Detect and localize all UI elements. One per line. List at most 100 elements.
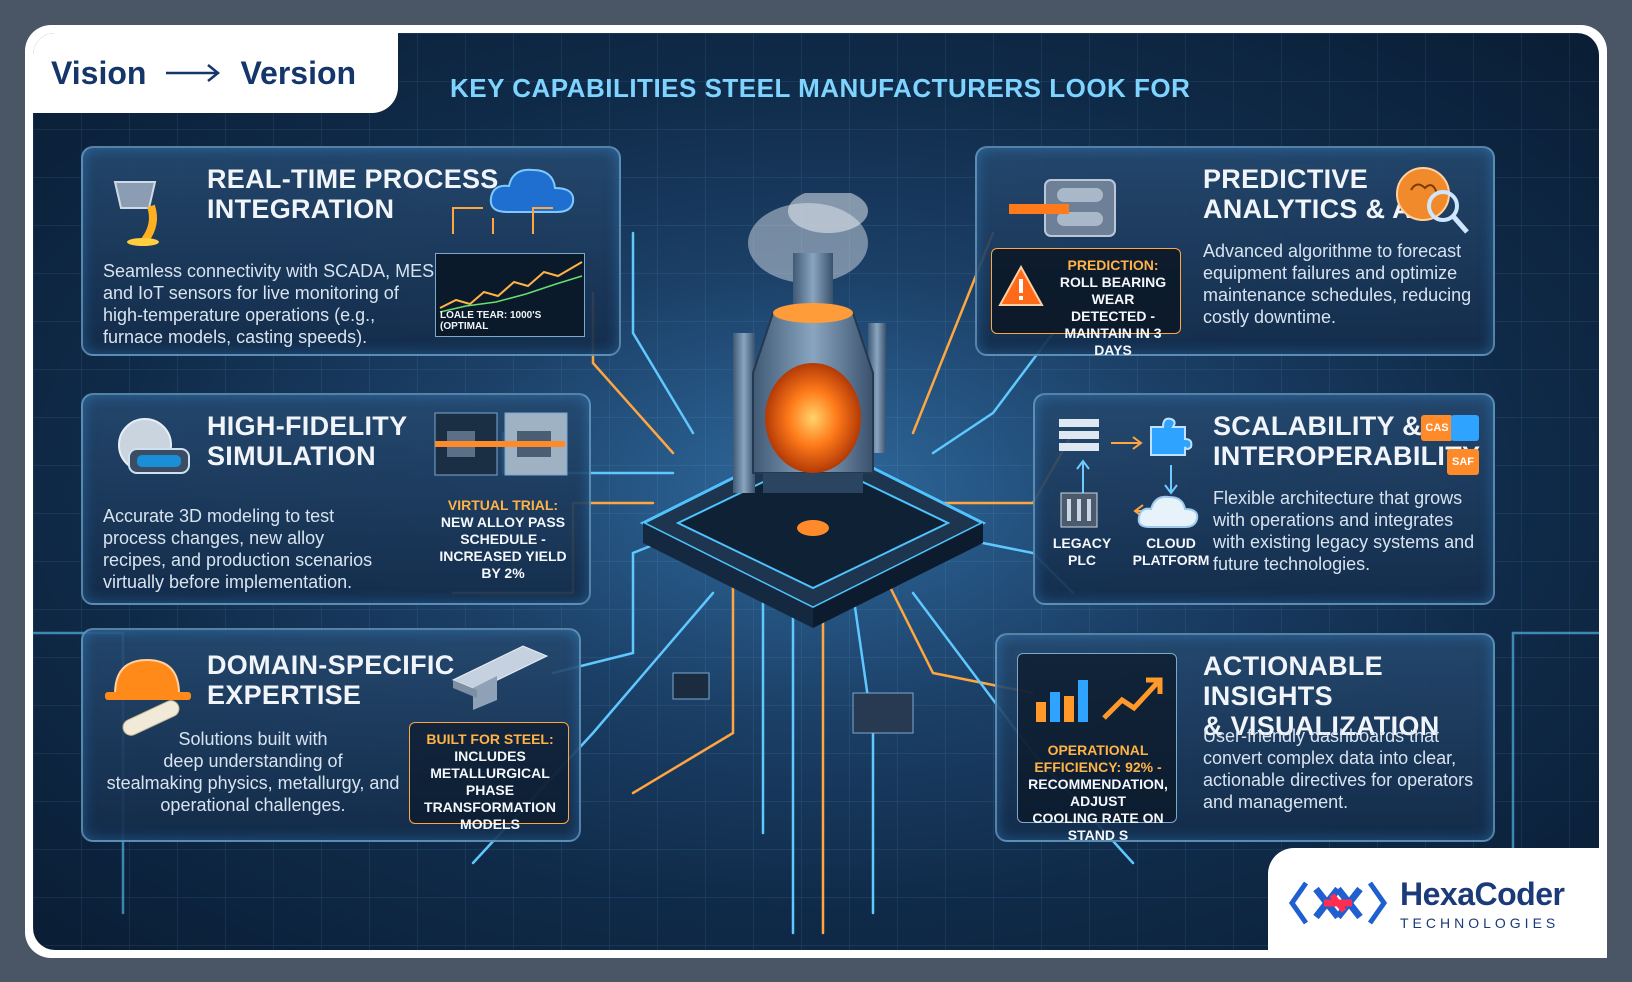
panel-desc-line4: and management. [1203, 792, 1349, 812]
panel-title-line1: SCALABILITY & [1213, 411, 1422, 441]
hard-hat-icon [105, 658, 191, 736]
warning-icon [998, 265, 1044, 306]
chart-caption: LOALE TEAR: 1000'S (OPTIMAL [440, 310, 542, 332]
panel-desc-line2: convert complex data into clear, [1203, 748, 1457, 768]
panel-desc-line2: and IoT sensors for live monitoring of [103, 283, 399, 303]
panel-desc-line3: stealmaking physics, metallurgy, and [106, 773, 400, 793]
page-frame: Vision Version KEY CAPABILITIES STEEL MA… [25, 25, 1607, 958]
callout-line3: SCHEDULE - [460, 531, 546, 547]
panel-scalability-interoperability: LEGACY PLC CLOUD PLATFORM SCALABILITY & … [1033, 393, 1495, 605]
panel-desc-line1: Accurate 3D modeling to test [103, 506, 335, 526]
panel-desc-line4: costly downtime. [1203, 307, 1337, 327]
arrow-right-icon [166, 64, 221, 82]
panel-desc-line1: Advanced algorithme to forecast [1203, 241, 1462, 261]
brain-magnifier-icon [1396, 167, 1469, 234]
panel-domain-expertise: DOMAIN-SPECIFIC EXPERTISE BUILT FOR STEE… [81, 628, 581, 842]
panel-desc-line4: virtually before implementation. [103, 572, 353, 592]
panel-title-line2: SIMULATION [207, 441, 376, 471]
callout-line2: EFFICIENCY: 92% - [1034, 759, 1162, 775]
callout-line1: BUILT FOR STEEL: [426, 731, 554, 747]
panel-title-line2: & VISUALIZATION [1203, 711, 1440, 741]
panel-high-fidelity-simulation: HIGH-FIDELITY SIMULATION VIRTUAL TRIAL: … [81, 393, 591, 605]
legacy-plc-icon [1060, 492, 1098, 528]
furnace-chip-illustration [639, 193, 987, 628]
cloud-icon [489, 168, 575, 213]
live-chart-widget: LOALE TEAR: 1000'S (OPTIMAL [435, 253, 585, 337]
dashboard-widget: OPERATIONAL EFFICIENCY: 92% - RECOMMENDA… [1017, 653, 1177, 843]
puzzle-icon [1150, 417, 1193, 456]
panel-desc-line3: maintenance schedules, reducing [1203, 285, 1472, 305]
panel-desc-line3: recipes, and production scenarios [103, 550, 373, 570]
prediction-callout: PREDICTION: ROLL BEARING WEAR DETECTED -… [991, 248, 1181, 358]
panel-desc-line1: Solutions built with [178, 729, 328, 749]
panel-desc-line3: actionable directives for operators [1203, 770, 1474, 790]
hexacoder-logo[interactable]: HexaCoder TECHNOLOGIES [1268, 848, 1607, 958]
panel-desc-line1: Seamless connectivity with SCADA, MES, [103, 261, 440, 281]
server-rack-icon [1059, 419, 1099, 451]
panel-desc-line2: process changes, new alloy [103, 528, 325, 548]
cas-badge: CAS [1421, 415, 1453, 441]
panel-title-line1: REAL-TIME PROCESS [207, 164, 499, 194]
logo-subtitle: TECHNOLOGIES [1400, 914, 1560, 931]
callout-line1: VIRTUAL TRIAL: [447, 497, 559, 513]
callout-line3: RECOMMENDATION, ADJUST [1028, 776, 1168, 809]
cloud-platform-icon [1137, 495, 1199, 528]
panel-desc-line3: high-temperature operations (e.g., [103, 305, 376, 325]
panel-title-line1: PREDICTIVE [1203, 164, 1369, 194]
panel-desc-line1: Flexible architecture that grows [1213, 488, 1463, 508]
chip-icon [672, 672, 710, 700]
panel-desc-line4: future technologies. [1213, 554, 1371, 574]
callout-line3: DETECTED - [1071, 308, 1155, 324]
simulation-preview-icon [434, 412, 568, 476]
callout-line1: PREDICTION: [1067, 257, 1159, 273]
line-chart-icon [439, 261, 583, 313]
trend-arrow-icon [1102, 677, 1163, 720]
puzzle-blue-badge [1451, 415, 1479, 441]
panel-desc-line2: equipment failures and optimize [1203, 263, 1458, 283]
panel-desc-line4: furnace models, casting speeds). [103, 327, 368, 347]
callout-line4: MODELS [460, 816, 520, 832]
vr-headset-icon [118, 418, 190, 474]
vision-label: Vision [51, 54, 147, 91]
panel-title-line2: INTEGRATION [207, 194, 395, 224]
panel-predictive-analytics: PREDICTION: ROLL BEARING WEAR DETECTED -… [975, 146, 1495, 358]
panel-actionable-insights: OPERATIONAL EFFICIENCY: 92% - RECOMMENDA… [995, 633, 1495, 843]
infographic-stage: Vision Version KEY CAPABILITIES STEEL MA… [33, 33, 1599, 950]
ladle-pour-icon [113, 181, 159, 246]
roller-mill-icon [1009, 179, 1116, 237]
panel-title-line2: ANALYTICS & AI [1203, 194, 1420, 224]
saf-badge: SAF [1447, 449, 1479, 475]
cloud-label-line1: CLOUD [1146, 535, 1196, 551]
panel-desc-line2: with operations and integrates [1213, 510, 1454, 530]
logo-name: HexaCoder [1400, 875, 1565, 912]
panel-title-line1: DOMAIN-SPECIFIC [207, 650, 455, 680]
callout-line3: PHASE TRANSFORMATION [424, 782, 556, 815]
callout-line2: INCLUDES METALLURGICAL [430, 748, 550, 781]
hexacoder-logo-icon [1288, 881, 1388, 925]
panel-title-line2: INTEROPERABILITY [1213, 441, 1481, 471]
panel-title-line1: ACTIONABLE INSIGHTS [1203, 651, 1383, 711]
callout-line1: OPERATIONAL [1047, 742, 1149, 758]
callout-line2: ROLL BEARING WEAR [1059, 274, 1167, 307]
sensor-lines-icon [452, 207, 553, 234]
steel-beam-icon [451, 645, 549, 710]
callout-line4: INCREASED YIELD BY 2% [439, 548, 567, 581]
cloud-label-line2: PLATFORM [1132, 552, 1210, 568]
panel-title-line1: HIGH-FIDELITY [207, 411, 408, 441]
legacy-label-line2: PLC [1068, 552, 1096, 568]
callout-line2: NEW ALLOY PASS [440, 514, 566, 530]
panel-title-line2: EXPERTISE [207, 680, 362, 710]
panel-desc-line3: with existing legacy systems and [1213, 532, 1475, 552]
page-title: KEY CAPABILITIES STEEL MANUFACTURERS LOO… [450, 73, 1191, 103]
legacy-label-line1: LEGACY [1052, 535, 1112, 551]
callout-line4: MAINTAIN IN 3 DAYS [1064, 325, 1162, 358]
panel-desc-line4: operational challenges. [160, 795, 346, 815]
built-for-steel-callout: BUILT FOR STEEL: INCLUDES METALLURGICAL … [409, 722, 569, 832]
panel-desc-line2: deep understanding of [163, 751, 343, 771]
vision-version-tab: Vision Version [33, 33, 398, 113]
version-label: Version [240, 54, 357, 91]
panel-desc-line1: User-friendly dashboards that [1203, 726, 1440, 746]
bar-chart-icon [1036, 680, 1088, 722]
callout-line4: COOLING RATE ON STAND S [1032, 810, 1164, 843]
panel-realtime-integration: REAL-TIME PROCESS INTEGRATION Seamless c… [81, 146, 621, 356]
